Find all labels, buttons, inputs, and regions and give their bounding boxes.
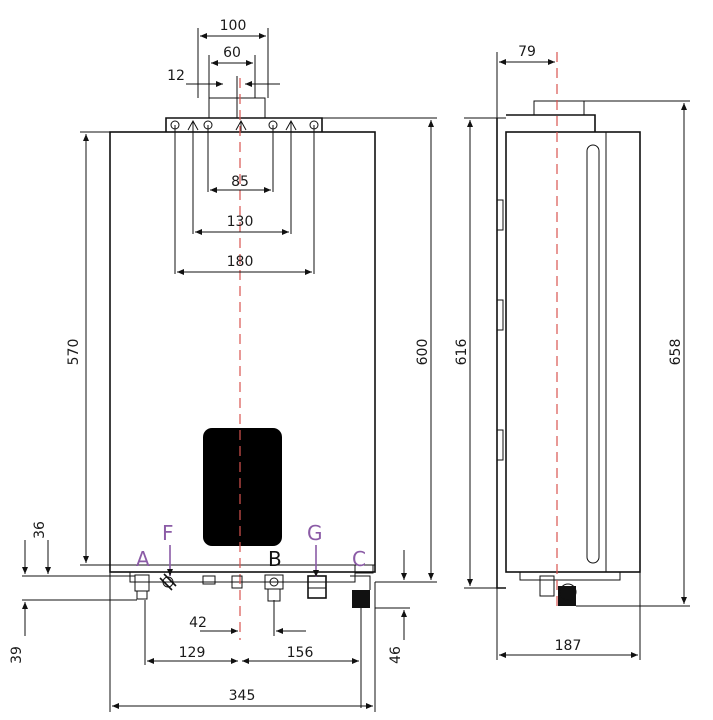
dim-36: 36 (32, 521, 48, 539)
flue-outlet (533, 100, 585, 116)
dim-85: 85 (231, 174, 249, 190)
dim-616: 616 (454, 339, 470, 366)
connection-label-b: B (268, 547, 282, 571)
dim-39: 39 (9, 646, 25, 664)
connection-label-f: F (162, 521, 174, 545)
dim-100: 100 (220, 18, 247, 34)
side-clips (496, 199, 504, 461)
dim-129: 129 (179, 645, 206, 661)
dim-600: 600 (415, 339, 431, 366)
dim-345: 345 (229, 688, 256, 704)
wall-bracket (496, 118, 506, 589)
dim-130: 130 (227, 214, 254, 230)
side-rail (586, 144, 600, 564)
dim-79: 79 (518, 44, 536, 60)
front-casing (109, 131, 376, 573)
dim-156: 156 (287, 645, 314, 661)
dim-180: 180 (227, 254, 254, 270)
connection-label-a: A (136, 547, 150, 571)
dim-46: 46 (388, 646, 404, 664)
side-view: 79 616 658 187 (454, 44, 690, 660)
dim-187: 187 (555, 638, 582, 654)
mounting-bracket (165, 117, 323, 132)
front-view: 100 60 12 85 130 180 570 600 36 (9, 18, 437, 712)
fitting-g (307, 575, 327, 599)
connection-label-g: G (307, 521, 323, 545)
dim-658: 658 (668, 339, 684, 366)
dim-12: 12 (167, 68, 185, 84)
dim-570: 570 (66, 339, 82, 366)
fitting-a (134, 574, 150, 600)
fitting-f (159, 573, 177, 591)
connection-label-c: C (352, 547, 366, 571)
dim-60: 60 (223, 45, 241, 61)
side-casing (505, 131, 641, 573)
fitting-c (350, 575, 371, 608)
fitting-b (264, 574, 284, 602)
dim-42: 42 (189, 615, 207, 631)
display-panel (203, 428, 282, 546)
mounting-holes (170, 119, 319, 131)
